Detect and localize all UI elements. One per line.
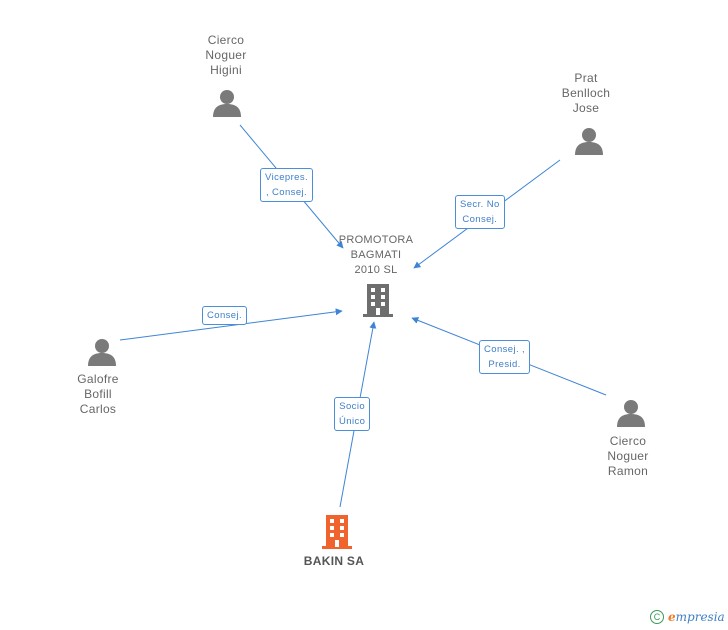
edge-label-cierco-higini[interactable]: Vicepres. , Consej. (260, 168, 314, 202)
building-icon[interactable] (362, 283, 394, 318)
person-label-cierco-higini[interactable]: Cierco Noguer Higini (205, 33, 247, 77)
person-icon[interactable] (212, 88, 242, 118)
person-icon[interactable] (574, 126, 604, 156)
edge-label-prat-jose[interactable]: Secr. No Consej. (455, 195, 505, 229)
building-icon[interactable] (321, 514, 353, 550)
person-icon[interactable] (87, 337, 117, 367)
brand-logo: empresia (668, 610, 725, 624)
center-node-label[interactable]: PROMOTORA BAGMATI 2010 SL (338, 234, 414, 276)
person-label-prat-jose[interactable]: Prat Benlloch Jose (561, 71, 611, 115)
copyright-icon: C (650, 610, 664, 624)
person-icon[interactable] (616, 398, 646, 428)
edge-line-galofre-carlos (119, 308, 343, 341)
edge-label-galofre-carlos[interactable]: Consej. (202, 306, 248, 325)
edge-label-bakin[interactable]: Socio Único (334, 397, 371, 431)
person-label-cierco-ramon[interactable]: Cierco Noguer Ramon (607, 434, 649, 478)
edge-label-cierco-ramon[interactable]: Consej. , Presid. (479, 340, 531, 374)
copyright-brand: C empresia (650, 610, 725, 624)
company-label-bakin[interactable]: BAKIN SA (303, 554, 365, 568)
person-label-galofre-carlos[interactable]: Galofre Bofill Carlos (77, 372, 119, 416)
